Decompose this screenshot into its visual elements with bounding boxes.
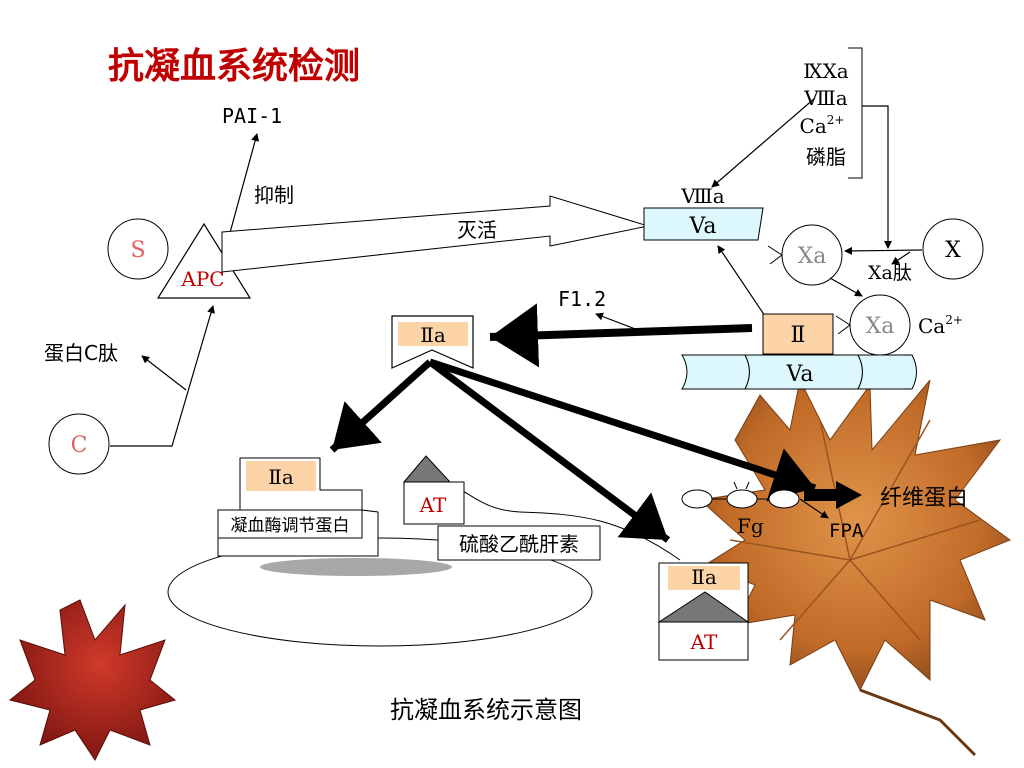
f12-label: F1.2 [558, 287, 606, 311]
at-top-label: AT [419, 493, 447, 517]
ii-to-va-arrow [717, 245, 766, 317]
cofactor-to-viiia-arrow [711, 97, 816, 188]
x-circle [922, 218, 984, 280]
ca-list-superscript: 2+ [827, 113, 845, 127]
xa-bottom-receptor [835, 315, 851, 335]
iia-to-thrombomodulin-arrow [329, 359, 433, 453]
fibrin-label: 纤维蛋白 [880, 486, 968, 511]
cofactor-to-xa-line [862, 105, 892, 249]
pai1-label: PAI-1 [222, 104, 282, 128]
protein-c-peptide-arrow [141, 355, 187, 391]
xa-top-label: Xa [798, 244, 827, 269]
cofactor-bracket [848, 47, 863, 179]
heparan-label: 硫酸乙酰肝素 [459, 532, 579, 556]
at-top-triangle [402, 455, 452, 483]
ii-to-iia-arrow [489, 303, 753, 368]
c-circle [48, 413, 110, 475]
ca-bottom-text: Ca [918, 314, 945, 338]
apc-label: APC [180, 267, 224, 291]
thrombomodulin-label: 凝血酶调节蛋白 [231, 516, 350, 536]
membrane-cylinders [681, 354, 917, 390]
iia-top-label: Ⅱa [420, 323, 446, 347]
phospholipid-label: 磷脂 [806, 145, 846, 169]
va-bottom-label: Va [786, 362, 814, 387]
x-label: X [945, 238, 961, 263]
s-circle [107, 218, 169, 280]
xa-top-receptor [767, 245, 783, 265]
ii-box [762, 313, 834, 355]
fibrin-arrow [804, 481, 862, 509]
xa-peptide-arrow [891, 251, 911, 265]
fg-label: Fg [737, 514, 764, 538]
va-top-label: Va [689, 214, 717, 239]
ii-label: Ⅱ [791, 323, 806, 348]
inhibit-label: 抑制 [254, 183, 294, 207]
iia-to-fibrin-arrow [428, 358, 817, 502]
f12-arrow [595, 312, 639, 331]
xa-bottom-label: Xa [866, 314, 895, 339]
fpa-label: FPA [829, 520, 864, 542]
at-bottom-triangle [657, 591, 750, 623]
iia-top-fill [398, 322, 468, 346]
ca-list-text: Ca [800, 114, 827, 138]
viiia-list-label: Ⅷa [803, 86, 848, 110]
at-top-box [403, 481, 465, 525]
iia-bottom-fill [668, 566, 740, 590]
ca-bottom-superscript: 2+ [945, 313, 963, 327]
at-bottom-label: AT [690, 630, 718, 654]
apc-to-pai1-arrow [227, 133, 260, 241]
diagram-caption: 抗凝血系统示意图 [390, 696, 582, 724]
inactivate-label: 灭活 [457, 218, 497, 242]
iia-left-fill [246, 461, 316, 491]
inactivate-hollow-arrow [221, 195, 649, 273]
xa-top-to-xa-bottom-arrow [829, 277, 863, 297]
fibrinogen-molecule [681, 481, 800, 509]
iia-to-at-arrow [427, 359, 671, 543]
xa-peptide-label: Xa肽 [868, 262, 912, 284]
va-top-box [643, 207, 764, 241]
page-title: 抗凝血系统检测 [108, 45, 360, 87]
ca-list-label: Ca2+ [800, 113, 845, 138]
ixa-label: ⅨⅩa [803, 59, 849, 83]
cell-shadow [260, 558, 452, 576]
viiia-label: Ⅷa [680, 184, 725, 208]
ca-bottom-label: Ca2+ [918, 313, 963, 338]
heparan-label-box [437, 525, 601, 561]
s-label: S [130, 238, 145, 263]
protein-c-peptide-label: 蛋白C肽 [44, 341, 118, 365]
iia-left-label: Ⅱa [268, 465, 294, 489]
x-to-xa-arrow [844, 246, 923, 255]
iia-bottom-label: Ⅱa [691, 565, 717, 589]
c-label: C [71, 433, 88, 458]
maple-leaf-red-image [8, 599, 177, 761]
heparan-chain [447, 484, 681, 561]
c-to-apc-arrow [110, 305, 215, 447]
fpa-arrow [799, 498, 829, 519]
thrombomodulin-label-box [217, 509, 363, 539]
